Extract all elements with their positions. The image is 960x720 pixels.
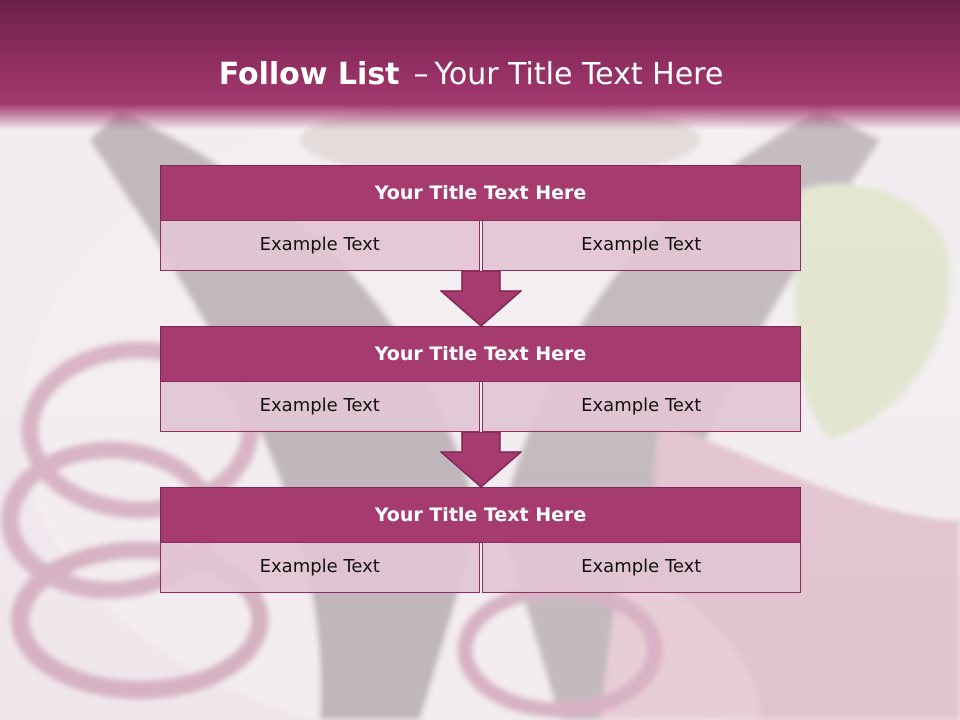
down-arrow-icon <box>440 271 522 327</box>
card-cell-left: Example Text <box>160 220 480 271</box>
card-cell-left: Example Text <box>160 381 480 432</box>
list-card-3: Your Title Text Here Example Text Exampl… <box>160 487 801 593</box>
list-card-1: Your Title Text Here Example Text Exampl… <box>160 165 801 271</box>
title-bar <box>0 0 960 130</box>
card-cell-left: Example Text <box>160 542 480 593</box>
card-row: Example Text Example Text <box>160 381 801 432</box>
card-cell-right: Example Text <box>481 220 801 271</box>
card-title: Your Title Text Here <box>160 165 801 221</box>
card-cell-right: Example Text <box>481 381 801 432</box>
list-card-2: Your Title Text Here Example Text Exampl… <box>160 326 801 432</box>
down-arrow-icon <box>440 432 522 488</box>
card-title: Your Title Text Here <box>160 326 801 382</box>
title-bold: Follow List <box>218 57 400 92</box>
slide-title: Follow List–Your Title Text Here <box>0 52 942 98</box>
title-rest: Your Title Text Here <box>434 57 724 92</box>
card-title: Your Title Text Here <box>160 487 801 543</box>
card-row: Example Text Example Text <box>160 542 801 593</box>
card-cell-right: Example Text <box>481 542 801 593</box>
title-separator: – <box>413 57 429 92</box>
card-row: Example Text Example Text <box>160 220 801 271</box>
